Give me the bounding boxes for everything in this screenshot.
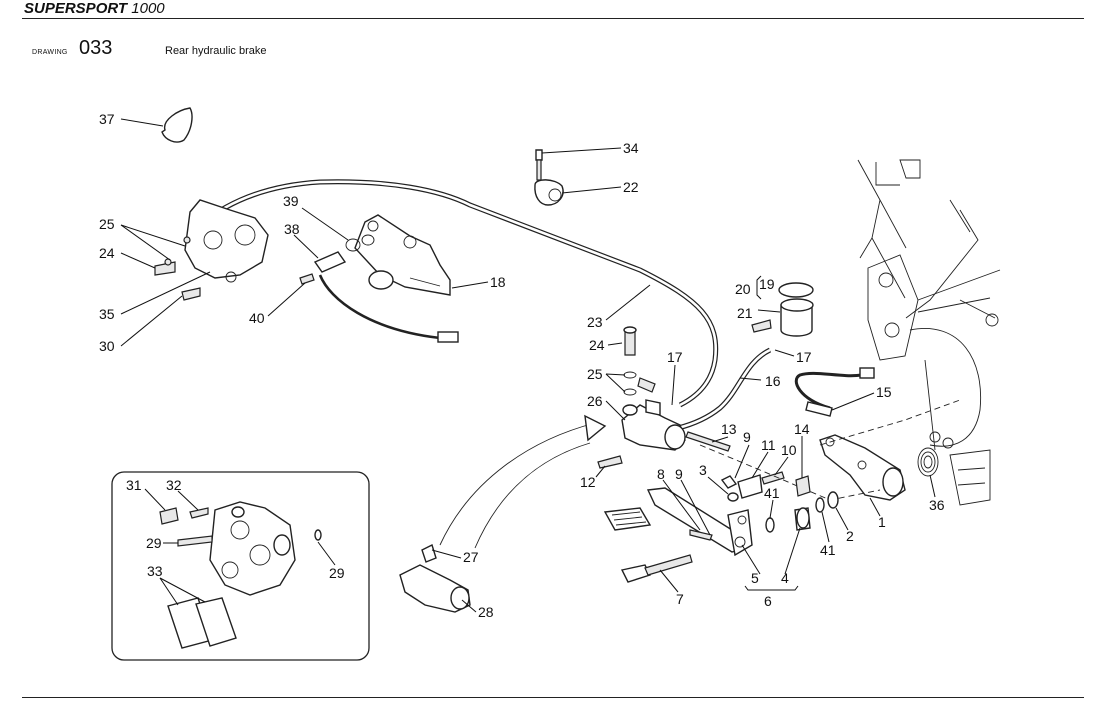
callout-39: 39 — [283, 193, 299, 209]
callout-23: 23 — [587, 314, 603, 330]
leader-lines — [120, 118, 936, 613]
drawing-label: DRAWING — [32, 49, 68, 56]
callout-3: 3 — [699, 462, 707, 478]
catalog-title: SUPERSPORT 1000 — [24, 0, 165, 17]
callout-17: 17 — [667, 349, 683, 365]
catalog-brand: SUPERSPORT — [24, 0, 128, 17]
switch-wire — [794, 371, 863, 410]
callout-33: 33 — [147, 563, 163, 579]
callout-15: 15 — [876, 384, 892, 400]
detail-arrow — [439, 422, 596, 546]
callout-21: 21 — [737, 305, 753, 321]
header-divider — [22, 18, 1084, 19]
pedal-spacers — [765, 491, 839, 533]
callout-12: 12 — [580, 474, 596, 490]
callout-29-b: 29 — [329, 565, 345, 581]
callout-labels: 37 25 24 35 30 39 38 40 18 34 22 23 20 1… — [99, 111, 945, 620]
callout-18: 18 — [490, 274, 506, 290]
return-spring — [917, 447, 939, 477]
footpeg-bracket — [699, 399, 961, 501]
hose-fitting-top — [534, 149, 564, 206]
callout-25: 25 — [99, 216, 115, 232]
callout-29: 29 — [146, 535, 162, 551]
callout-9: 9 — [743, 429, 751, 445]
master-cylinder — [597, 326, 731, 469]
catalog-model: 1000 — [131, 0, 165, 17]
callout-26: 26 — [587, 393, 603, 409]
callout-30: 30 — [99, 338, 115, 354]
callout-35: 35 — [99, 306, 115, 322]
callout-36: 36 — [929, 497, 945, 513]
brake-light-switch — [805, 401, 833, 417]
pedal-linkage-parts — [720, 471, 785, 502]
sensor-connector — [437, 331, 459, 343]
callout-10: 10 — [781, 442, 797, 458]
brake-hose — [198, 179, 719, 408]
callout-32: 32 — [166, 477, 182, 493]
callout-31: 31 — [126, 477, 142, 493]
callout-13: 13 — [721, 421, 737, 437]
inset-caliper — [159, 501, 322, 649]
callout-9-b: 9 — [675, 466, 683, 482]
callout-28: 28 — [478, 604, 494, 620]
callout-24: 24 — [99, 245, 115, 261]
callout-4: 4 — [781, 570, 789, 586]
callout-2: 2 — [846, 528, 854, 544]
callout-34: 34 — [623, 140, 639, 156]
callout-41-b: 41 — [820, 542, 836, 558]
callout-37: 37 — [99, 111, 115, 127]
callout-11: 11 — [761, 437, 776, 453]
callout-25-b: 25 — [587, 366, 603, 382]
caliper-assembly — [154, 199, 269, 301]
drawing-number: 033 — [79, 37, 113, 59]
fluid-reservoir — [751, 282, 814, 337]
callout-17-b: 17 — [796, 349, 812, 365]
master-cylinder-alt-view — [399, 544, 471, 613]
drawing-caption: Rear hydraulic brake — [165, 45, 267, 57]
inset-frame — [111, 471, 370, 661]
callout-38: 38 — [284, 221, 300, 237]
callout-14: 14 — [794, 421, 810, 437]
callout-7: 7 — [676, 591, 684, 607]
callout-19: 19 — [759, 276, 775, 292]
footer-divider — [22, 697, 1084, 698]
callout-22: 22 — [623, 179, 639, 195]
switch-connector — [859, 367, 875, 379]
caliper-bracket — [299, 214, 451, 296]
frame-structure — [857, 159, 1001, 506]
callout-6: 6 — [764, 593, 772, 609]
callout-27: 27 — [463, 549, 479, 565]
clip — [161, 107, 193, 143]
callout-8: 8 — [657, 466, 665, 482]
callout-40: 40 — [249, 310, 265, 326]
callout-41: 41 — [764, 485, 780, 501]
callout-20: 20 — [735, 281, 751, 297]
callout-1: 1 — [878, 514, 886, 530]
brake-pedal-assembly — [603, 487, 753, 583]
callout-24-b: 24 — [589, 337, 605, 353]
callout-5: 5 — [751, 570, 759, 586]
callout-16: 16 — [765, 373, 781, 389]
